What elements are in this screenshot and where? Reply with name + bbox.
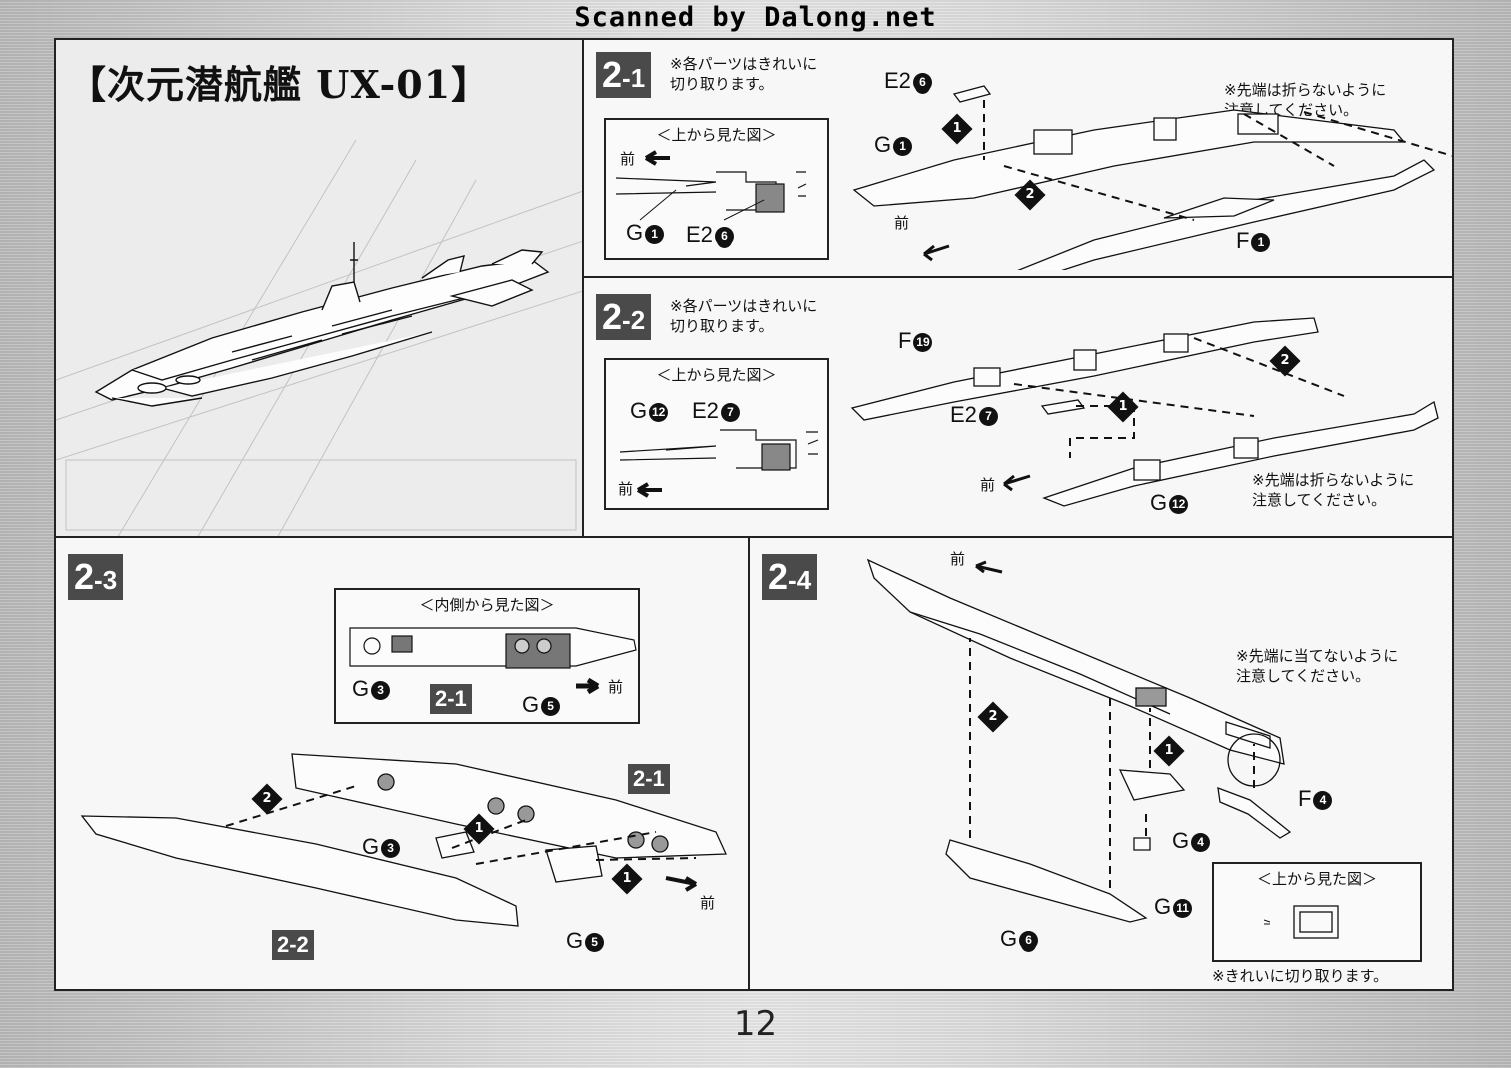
front-label: 前 bbox=[950, 551, 966, 568]
order-marker-1b: 1 bbox=[611, 863, 643, 895]
inset-diagram bbox=[615, 150, 807, 221]
order-marker-1: 1 bbox=[463, 813, 495, 845]
step-2-1-badge: 2-1 bbox=[596, 52, 652, 98]
front-label: 前 bbox=[980, 477, 996, 494]
step-2-2-note: ※各パーツはきれいに 切り取ります。 bbox=[670, 297, 818, 335]
step-2-4-top-view-inset: ＜上から見た図＞ bbox=[1212, 862, 1422, 962]
inset-title: ＜上から見た図＞ bbox=[656, 126, 777, 144]
inset-title: ＜内側から見た図＞ bbox=[419, 596, 555, 614]
page-title: 【次元潜航艦 UX-01】 bbox=[68, 62, 491, 107]
order-marker-2: 2 bbox=[1269, 345, 1301, 377]
step-2-1-panel: 2-1 ※各パーツはきれいに 切り取ります。 ※先端は折らないように 注意してく… bbox=[582, 38, 1454, 278]
order-marker-1: 1 bbox=[1107, 391, 1139, 423]
order-marker-2: 2 bbox=[251, 783, 283, 815]
step-2-2-badge: 2-2 bbox=[596, 294, 652, 340]
step-2-2-tip-note: ※先端は折らないように 注意してください。 bbox=[1252, 471, 1415, 509]
ref-badge-2-1: 2-1 bbox=[628, 764, 670, 794]
step-2-4-assembly-diagram bbox=[866, 558, 1292, 923]
inset-diagram bbox=[349, 627, 637, 695]
step-2-4-badge: 2-4 bbox=[762, 554, 818, 600]
front-label: 前 bbox=[894, 215, 910, 232]
step-2-4-cut-note: ※きれいに切り取ります。 bbox=[1212, 967, 1389, 985]
step-2-4-panel: 2-4 ※先端に当てないように 注意してください。 ※きれいに切り取ります。 前… bbox=[748, 536, 1454, 991]
step-2-4-tip-note: ※先端に当てないように 注意してください。 bbox=[1236, 647, 1399, 685]
step-2-3-badge: 2-3 bbox=[68, 554, 124, 600]
inset-diagram bbox=[1263, 905, 1339, 939]
title-panel: 【次元潜航艦 UX-01】 bbox=[54, 38, 584, 538]
step-2-2-panel: 2-2 ※各パーツはきれいに 切り取ります。 ※先端は折らないように 注意してく… bbox=[582, 276, 1454, 538]
scan-credit: Scanned by Dalong.net bbox=[574, 2, 937, 33]
inset-title: ＜上から見た図＞ bbox=[1256, 870, 1377, 888]
page-number: 12 bbox=[733, 1004, 778, 1044]
front-label: 前 bbox=[618, 481, 634, 498]
step-2-1-note: ※各パーツはきれいに 切り取ります。 bbox=[670, 55, 818, 93]
step-2-2-assembly-diagram bbox=[850, 317, 1439, 507]
step-2-1-assembly-diagram bbox=[852, 85, 1452, 270]
inset-diagram bbox=[619, 429, 819, 498]
front-label: 前 bbox=[608, 679, 624, 696]
order-marker-2: 2 bbox=[1014, 179, 1046, 211]
ship-illustration bbox=[94, 242, 550, 407]
ref-badge-2-2: 2-2 bbox=[272, 930, 314, 960]
order-marker-1: 1 bbox=[941, 113, 973, 145]
step-2-3-assembly-diagram bbox=[80, 753, 727, 927]
front-label: 前 bbox=[620, 151, 636, 168]
front-label: 前 bbox=[700, 895, 716, 912]
order-marker-1: 1 bbox=[1153, 735, 1185, 767]
ref-badge-2-1: 2-1 bbox=[430, 684, 472, 714]
order-marker-2: 2 bbox=[977, 701, 1009, 733]
inset-title: ＜上から見た図＞ bbox=[656, 366, 777, 384]
